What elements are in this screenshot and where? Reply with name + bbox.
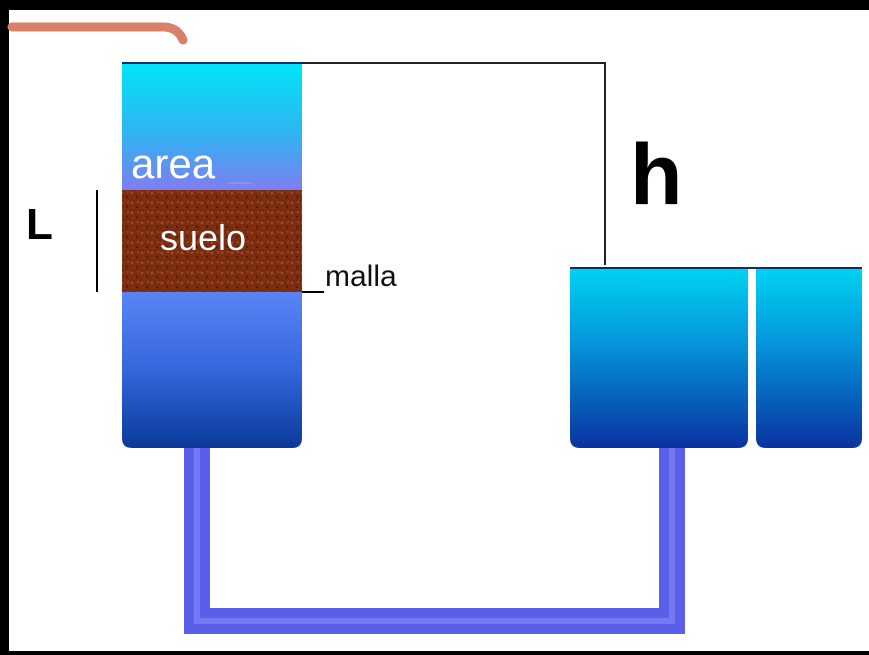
outflow-tank-left	[570, 268, 748, 448]
column-upper-water	[122, 62, 302, 190]
column-lower-water	[122, 292, 302, 448]
head-label: h	[630, 127, 683, 223]
length-label: L	[26, 200, 53, 249]
connecting-tube	[184, 440, 685, 634]
supply-pipe	[7, 22, 188, 45]
head-reference-line	[302, 62, 606, 265]
soil-label: suelo	[160, 217, 247, 258]
mesh-label: malla	[325, 260, 397, 293]
soil-sample	[122, 190, 302, 292]
outflow-tank-right	[756, 268, 862, 448]
area-label: area	[131, 140, 216, 187]
